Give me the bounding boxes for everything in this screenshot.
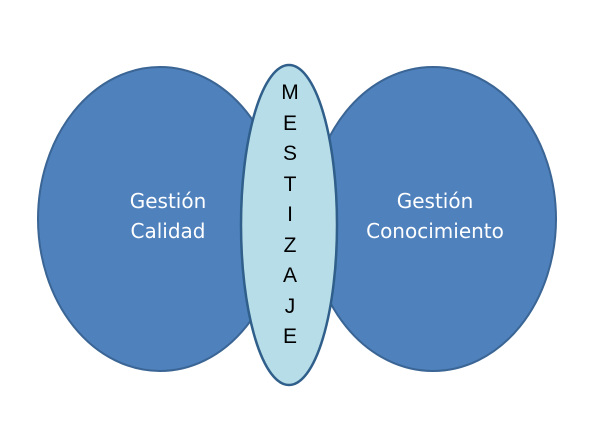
right-label-line2: Conocimiento [366, 219, 504, 243]
center-letter: J [284, 294, 296, 318]
left-label-line1: Gestión [129, 189, 207, 213]
left-label-line2: Calidad [130, 219, 206, 243]
center-letter: I [287, 203, 293, 226]
left-circle-label: Gestión Calidad [98, 186, 238, 246]
center-letter: T [283, 172, 297, 196]
center-letter: E [282, 111, 297, 135]
right-circle-label: Gestión Conocimiento [335, 186, 535, 246]
center-letter: Z [283, 233, 297, 257]
center-letter: M [281, 81, 299, 104]
center-letter: E [282, 325, 297, 348]
right-label-line1: Gestión [396, 189, 474, 213]
center-ellipse [239, 63, 339, 387]
center-letter: S [282, 142, 297, 165]
center-letter: A [282, 264, 297, 287]
center-vertical-word: M E S T I Z A J E [270, 78, 310, 353]
